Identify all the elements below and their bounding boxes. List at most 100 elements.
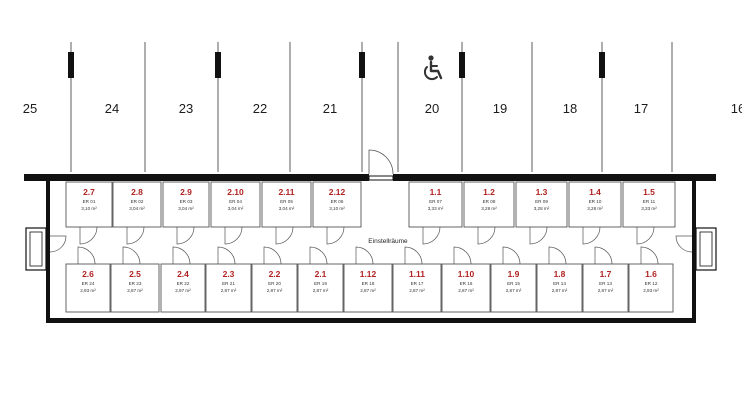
room-outline [210,181,261,228]
room-code: ER 14 [553,281,566,286]
parking-space-number: 22 [253,101,267,116]
door-swing [636,226,655,245]
room-number: 1.12 [360,269,377,279]
room-code: ER 07 [429,199,442,204]
room-code: ER 09 [535,199,548,204]
room-area: 3,04 m² [129,206,145,211]
room-code: ER 16 [460,281,473,286]
corridor-label: Einstellräume [368,238,408,245]
storage-room: 2.8ER 023,04 m² [112,181,162,228]
door-swing [640,246,659,265]
room-area: 2,87 m² [313,288,329,293]
room-number: 1.1 [430,187,442,197]
room-area: 2,93 m² [80,288,96,293]
room-number: 1.10 [458,269,475,279]
room-number: 1.11 [409,269,425,279]
parking-space-number: 25 [23,101,37,116]
door-swings [49,226,693,265]
room-outline [160,263,206,313]
room-outline [112,181,162,228]
room-code: ER 08 [483,199,496,204]
room-number: 1.7 [600,269,612,279]
door-swing [176,226,195,245]
room-area: 2,87 m² [267,288,283,293]
room-area: 3,10 m² [329,206,345,211]
door-swing [77,246,96,265]
room-outline [205,263,252,313]
room-outline [65,181,113,228]
room-code: ER 11 [643,199,656,204]
parking-space-number: 18 [563,101,577,116]
storage-room: 2.3ER 212,87 m² [205,263,252,313]
room-outline [441,263,491,313]
door-swing [326,226,345,245]
room-outline [392,263,442,313]
door-swing [404,246,423,265]
room-number: 2.5 [129,269,141,279]
room-number: 1.8 [554,269,566,279]
room-area: 3,04 m² [279,206,295,211]
room-code: ER 15 [507,281,520,286]
wheel-stop-bollard [359,52,365,78]
room-area: 2,87 m² [552,288,568,293]
room-outline [628,263,674,313]
room-outline [582,263,629,313]
room-outline [515,181,568,228]
room-area: 2,87 m² [409,288,425,293]
room-area: 3,28 m² [534,206,550,211]
room-code: ER 05 [280,199,293,204]
door-swing [548,246,567,265]
wheel-stop-bollard [68,52,74,78]
wheel-stop-bollard [459,52,465,78]
room-number: 2.11 [278,187,294,197]
room-area: 2,87 m² [360,288,376,293]
room-outline [110,263,160,313]
door-swing [263,246,282,265]
door-swing [502,246,521,265]
room-area: 2,87 m² [458,288,474,293]
room-code: ER 21 [222,281,235,286]
parking-space-number: 17 [634,101,648,116]
room-outline [408,181,463,228]
door-swing [422,226,441,245]
parking-space-number: 19 [493,101,507,116]
room-area: 2,93 m² [643,288,659,293]
storage-room: 1.3 ER 09 3,28 m² [515,181,568,228]
storage-room: 1.10 ER 16 2,87 m² [441,263,491,313]
room-area: 2,87 m² [598,288,614,293]
parking-space-number: 16 [731,101,742,116]
room-number: 2.7 [83,187,95,197]
room-number: 2.9 [180,187,192,197]
storage-room: 2.4ER 222,97 m² [160,263,206,313]
room-area: 3,33 m² [428,206,444,211]
room-code: ER 13 [599,281,612,286]
door-swing [79,226,98,245]
room-number: 1.3 [536,187,548,197]
storage-rooms-bottom-row: 2.6ER 242,93 m²2.5ER 232,87 m²2.4ER 222,… [65,263,674,313]
room-outline [568,181,622,228]
storage-room: 1.7 ER 13 2,87 m² [582,263,629,313]
room-number: 1.4 [589,187,601,197]
storage-room: 2.6ER 242,93 m² [65,263,111,313]
door-swing [122,246,141,265]
door-swing [675,235,693,253]
room-outline [162,181,210,228]
door-swing [477,226,496,245]
door-swing [224,226,243,245]
room-area: 3,33 m² [641,206,657,211]
room-outline [312,181,362,228]
room-outline [463,181,515,228]
storage-room: 2.5ER 232,87 m² [110,263,160,313]
door-swing [275,226,294,245]
room-outline [297,263,344,313]
room-number: 1.6 [645,269,657,279]
room-code: ER 03 [180,199,193,204]
room-code: ER 17 [411,281,424,286]
storage-room: 2.7ER 013,10 m² [65,181,113,228]
room-number: 2.4 [177,269,189,279]
room-area: 3,28 m² [587,206,603,211]
storage-room: 1.11 ER 17 2,87 m² [392,263,442,313]
storage-room: 1.1 ER 07 3,33 m² [408,181,463,228]
